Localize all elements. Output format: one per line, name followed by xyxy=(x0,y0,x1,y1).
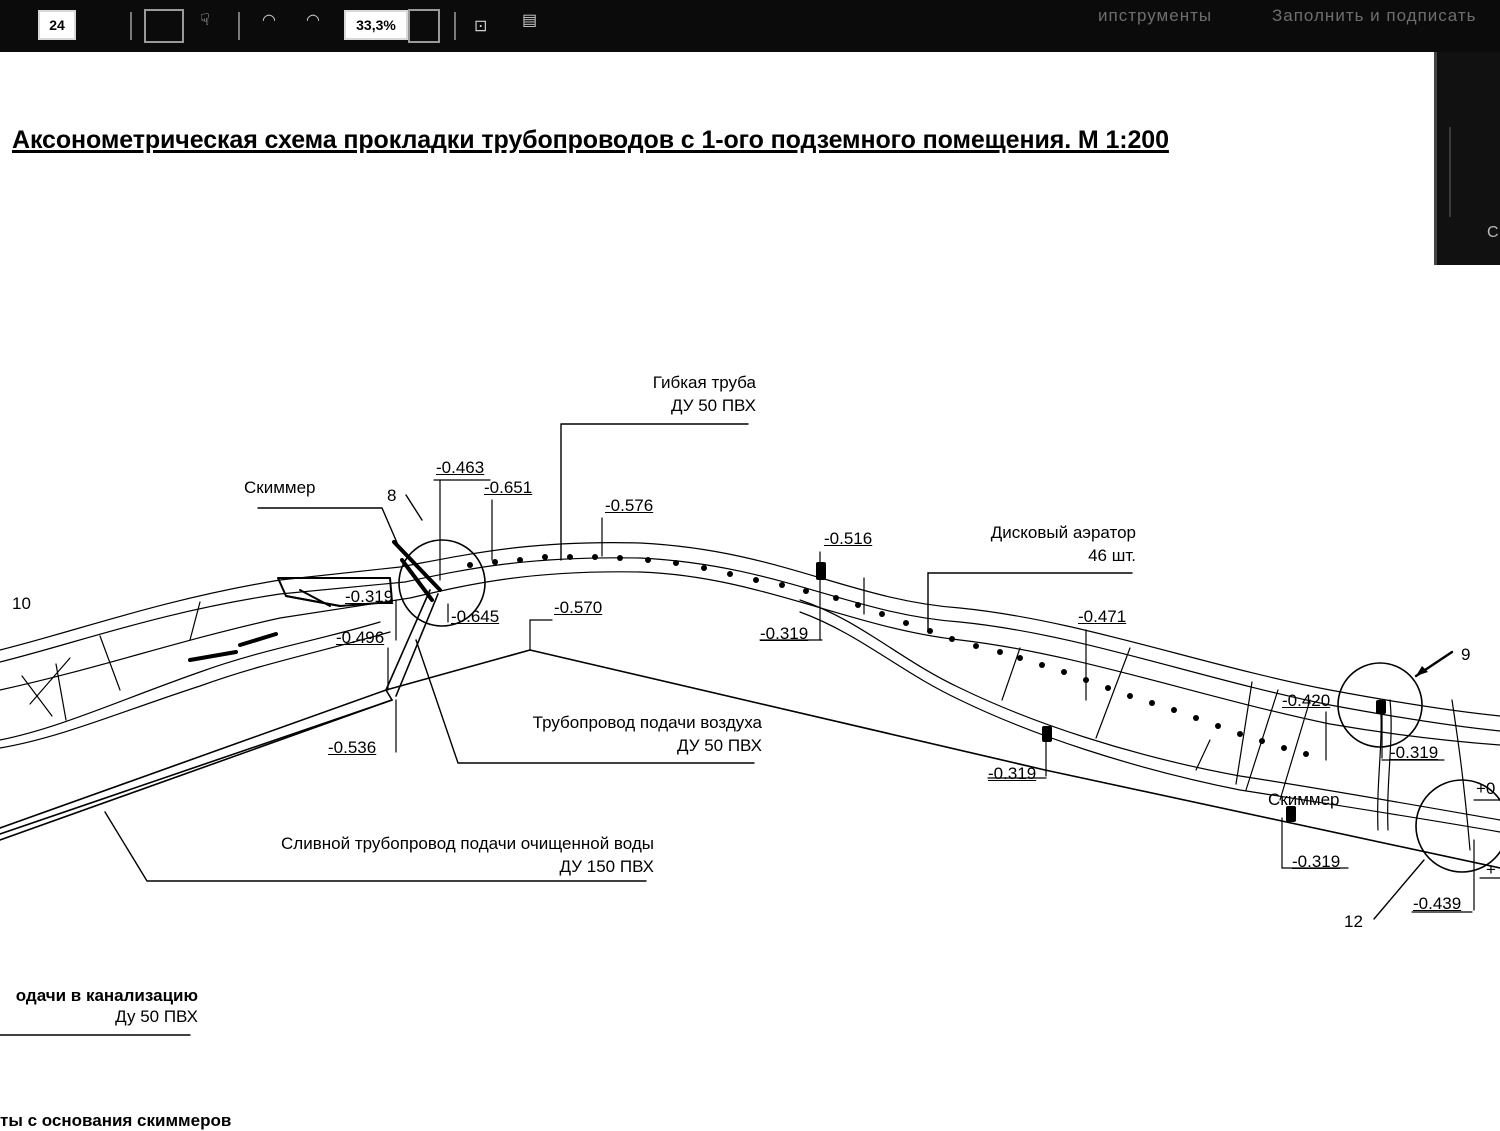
elevation-mark: -0.319 xyxy=(1390,743,1439,762)
aerator-label: Дисковый аэратор xyxy=(990,523,1136,542)
elevation-ticks xyxy=(387,479,1475,911)
skimmer-bodies xyxy=(816,562,1386,822)
leader-node-12 xyxy=(1373,859,1425,920)
leader-skimmer-left xyxy=(257,507,399,546)
aerator-count: 46 шт. xyxy=(1088,546,1136,565)
air-pipe-spec: ДУ 50 ПВХ xyxy=(676,736,762,755)
elevation-mark: -0.319 xyxy=(345,587,394,606)
skimmer-body-mid xyxy=(1042,726,1052,742)
aerator-disks xyxy=(467,554,1309,757)
elevation-mark: + xyxy=(1486,860,1496,879)
node-circle-8 xyxy=(398,539,486,627)
drain-pipe-label: Сливной трубопровод подачи очищенной вод… xyxy=(281,834,654,853)
node-number-8: 8 xyxy=(387,486,397,505)
drawing-title: Аксонометрическая схема прокладки трубоп… xyxy=(12,126,1169,154)
skimmer-left-box xyxy=(277,577,393,607)
comment-icon[interactable]: ▤ xyxy=(522,12,538,29)
read-mode-icon[interactable]: ⊡ xyxy=(474,18,488,35)
leader-drain-pipe xyxy=(104,811,647,882)
node-circle-9 xyxy=(1337,662,1423,748)
select-tool-icon[interactable]: ☟ xyxy=(200,12,210,29)
elevation-mark: -0.420 xyxy=(1282,691,1331,710)
elevation-mark: -0.536 xyxy=(328,738,377,757)
skimmer-body-9 xyxy=(1376,700,1386,714)
fit-page-button[interactable] xyxy=(144,9,184,43)
skimmer-left-heavy xyxy=(392,540,442,602)
channel-lower-branch xyxy=(0,599,1500,851)
elevation-mark: -0.463 xyxy=(436,458,485,477)
zoom-in-icon[interactable]: ◠ xyxy=(306,12,320,29)
flex-pipe-spec: ДУ 50 ПВХ xyxy=(670,396,756,415)
side-panel: С xyxy=(1434,52,1500,265)
leader-node-8 xyxy=(405,494,423,521)
callout-leaders xyxy=(0,423,1425,1036)
page-number-input[interactable]: 24 xyxy=(38,10,76,40)
drain-pipe-spec: ДУ 150 ПВХ xyxy=(559,857,654,876)
skimmer-right-label: Скиммер xyxy=(1268,790,1340,809)
node-circles xyxy=(398,539,1500,873)
leader-air-pipe xyxy=(415,639,755,764)
elevation-mark: -0.516 xyxy=(824,529,873,548)
zoom-dropdown-button[interactable] xyxy=(408,9,440,43)
panel-letter: С xyxy=(1487,224,1499,241)
leader-flex-pipe xyxy=(560,423,749,561)
elevation-shelves xyxy=(433,479,1500,913)
toolbar-separator xyxy=(130,12,132,40)
pipe-heavy-bits xyxy=(188,632,278,662)
fill-and-sign-link[interactable]: Заполнить и подписать xyxy=(1272,6,1477,25)
elevation-mark: -0.471 xyxy=(1078,607,1127,626)
toolbar-separator xyxy=(238,12,240,40)
channel-walls xyxy=(0,542,1500,746)
elevation-mark: -0.576 xyxy=(605,496,654,515)
arrow-node-9 xyxy=(1416,666,1428,676)
zoom-level-input[interactable]: 33,3% xyxy=(344,10,408,40)
zoom-out-icon[interactable]: ◠ xyxy=(262,12,276,29)
skimmer-left-label: Скиммер xyxy=(244,478,316,497)
elevation-mark: -0.319 xyxy=(1292,852,1341,871)
skimmer-body-516 xyxy=(816,562,826,580)
viewer-toolbar: 24 ☟ ◠ ◠ 33,3% ⊡ ▤ ипструменты Заполнить… xyxy=(0,0,1500,52)
node-number-12: 12 xyxy=(1344,912,1363,931)
panel-divider xyxy=(1449,127,1451,217)
elevation-mark: -0.645 xyxy=(451,607,500,626)
node-number-10: 10 xyxy=(12,594,31,613)
node-circle-12 xyxy=(1415,779,1500,873)
riser-pipes xyxy=(0,589,1500,869)
flex-pipe-label: Гибкая труба xyxy=(652,373,756,392)
elevation-mark: -0.496 xyxy=(336,628,385,647)
elevation-mark: -0.570 xyxy=(554,598,603,617)
elevation-mark: -0.319 xyxy=(760,624,809,643)
elevation-mark: +0 xyxy=(1476,779,1496,798)
aerator-row-mid xyxy=(833,595,1309,757)
elevation-mark: -0.439 xyxy=(1413,894,1462,913)
sewer-pipe-spec: Ду 50 ПВХ xyxy=(115,1007,198,1026)
aerator-row-top xyxy=(467,554,809,594)
aerator-ribs xyxy=(21,601,1311,801)
air-pipe-label: Трубопровод подачи воздуха xyxy=(532,713,762,732)
sewer-pipe-label: одачи в канализацию xyxy=(15,986,198,1005)
toolbar-separator xyxy=(454,12,456,40)
skimmer-body-right xyxy=(1286,806,1296,822)
node-number-9: 9 xyxy=(1461,645,1471,664)
elevation-mark: -0.319 xyxy=(988,764,1037,783)
tools-pane-link[interactable]: ипструменты xyxy=(1098,6,1213,25)
elevation-mark: -0.651 xyxy=(484,478,533,497)
bottom-cut-label: ты с основания скиммеров xyxy=(0,1111,232,1130)
